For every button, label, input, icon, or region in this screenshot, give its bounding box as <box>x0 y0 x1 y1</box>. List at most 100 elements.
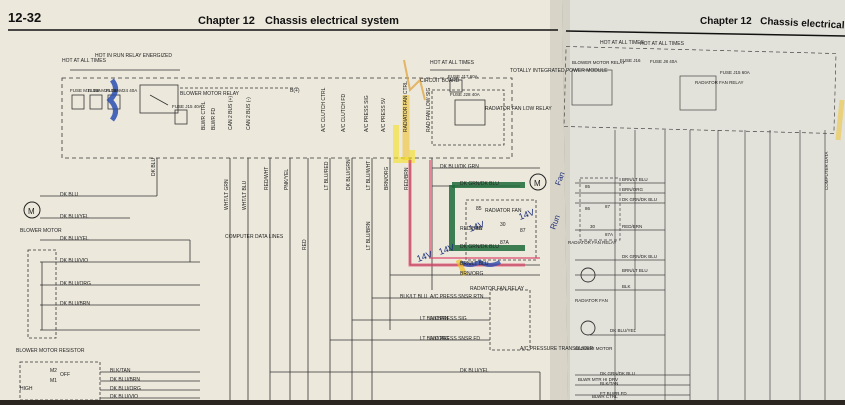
right-component-label: BLOWER MOTOR <box>575 346 613 351</box>
component-label: OFF <box>60 372 70 378</box>
component-label: COMPUTER DATA LINES <box>225 234 284 240</box>
component-label: A/C PRESSURE TRANSDUCER <box>520 346 594 352</box>
component-label: A/C PRESS SIG <box>430 316 467 322</box>
page-number: 12-32 <box>8 10 41 25</box>
connector-label: 30 <box>500 222 506 228</box>
wire-label: RED/WHT <box>264 167 270 190</box>
right-wire-label: DK GRN/DK BLU <box>622 254 657 259</box>
component-label: M2 <box>50 368 57 374</box>
wire-label: DK BLU/BRN <box>60 301 90 307</box>
yellow-scribble-relay <box>455 258 468 277</box>
right-wire-label: BRN/LT BLU <box>622 177 648 182</box>
marker-highlights <box>106 59 540 277</box>
wire-label: BRN/LT BLU <box>460 261 489 267</box>
blue-scribble-fuse <box>106 78 118 122</box>
connector-label: B(+) <box>290 88 300 94</box>
handwritten-annotation: Fan <box>553 171 566 187</box>
right-blower-relay-box <box>571 69 613 106</box>
pin-label: BLWR CTRL <box>201 101 207 130</box>
right-blower-motor-icon <box>580 320 596 336</box>
wire-label: RED/BRN <box>460 226 483 232</box>
right-wire-label: DK BLU/YEL <box>610 328 637 333</box>
right-wire-label: DK GRN/DK BLU <box>600 371 635 376</box>
blue-scribble-relay <box>458 259 502 267</box>
right-connector-label: 30 <box>590 224 596 229</box>
wire-label: DK BLU <box>151 158 157 176</box>
yellow-highlight-pin <box>393 125 415 163</box>
right-wire-label: DK GRN/DK BLU <box>622 197 657 202</box>
connector-label: 85 <box>476 206 482 212</box>
power-module-outline <box>61 77 513 159</box>
wire-label: DK BLU/BRN <box>110 377 140 383</box>
circuit-board-outline <box>431 89 505 146</box>
blower-motor-icon <box>23 201 41 219</box>
right-wire-label: BLWR MTR HI DRV <box>578 377 618 382</box>
wire-label: BRN/ORG <box>384 167 390 190</box>
wire-label: BLK/TAN <box>110 368 131 374</box>
fan-relay-box <box>465 199 537 261</box>
book-gutter <box>550 0 570 400</box>
fuse-label: FUSE M24 40A <box>106 88 137 93</box>
wire-label: DK BLU/VIO <box>60 258 88 264</box>
ac-transducer-box <box>489 289 531 351</box>
wire-label: WHT/LT GRN <box>224 179 230 210</box>
pin-label: A/C CLUTCH CTRL <box>321 87 327 132</box>
fan-m-glyph: M <box>534 179 541 188</box>
wire-label: BLK/LT BLU <box>400 294 428 300</box>
component-label: RADIATOR FAN <box>485 208 522 214</box>
wire-label: DK BLU/ORG <box>110 386 141 392</box>
module-label: TOTALLY INTEGRATED POWER MODULE <box>510 68 608 74</box>
right-wire-label: BLK/TAN <box>600 381 618 386</box>
right-wire-label: COMPUTER DATA <box>824 152 829 190</box>
right-fuse-label: FUSE J8 40A <box>650 59 677 64</box>
component-label: A/C PRESS SNSR FD <box>430 336 480 342</box>
wire-label: DK BLU <box>60 192 78 198</box>
connector-label: 87 <box>520 228 526 234</box>
wire-label: DK BLU/YEL <box>460 368 489 374</box>
right-power-label: HOT AT ALL TIMES <box>600 40 645 46</box>
right-wire-label: BRN/LT BLU <box>622 268 648 273</box>
component-label: A/C PRESS SNSR RTN <box>430 294 484 300</box>
right-radiator-fan-icon <box>580 267 596 283</box>
right-fan-relay-outline <box>579 177 621 241</box>
pin-label: A/C PRESS SIG <box>364 95 370 132</box>
right-connector-label: 86 <box>585 206 591 211</box>
wire-label: DK BLU/GRN <box>346 159 352 190</box>
component-label: RADIATOR FAN RELAY <box>470 286 525 292</box>
wire-label: DK BLU/YEL <box>60 214 89 220</box>
fuse-label: FUSE M11 15A <box>70 88 101 93</box>
right-module-outline <box>563 46 837 134</box>
right-fuse-label: FUSE J16 <box>620 58 641 63</box>
wire-label: DK BLU/YEL <box>60 236 89 242</box>
component-label: BLOWER MOTOR <box>20 228 62 234</box>
component-label: M1 <box>50 378 57 384</box>
right-fuse-label: FUSE J15 60A <box>720 70 750 75</box>
pink-highlight-fan-feed <box>429 160 540 259</box>
right-chapter-label: Chapter 12 <box>700 16 752 27</box>
wire-label: WHT/LT BLU <box>242 180 248 210</box>
left-wiring-diagram <box>19 69 541 401</box>
relay-label: BLOWER MOTOR RELAY <box>180 91 240 97</box>
right-power-label: HOT AT ALL TIMES <box>640 41 685 47</box>
right-connector-label: 87 <box>605 204 611 209</box>
pin-label: A/C PRESS 5V <box>381 97 387 132</box>
connector-label: 87A <box>500 240 510 246</box>
right-wiring-diagram <box>563 46 837 400</box>
pin-label: CAN 2 BUS (+) <box>228 96 234 130</box>
green-highlight-fan-ground <box>449 185 525 251</box>
right-header-rule <box>565 30 845 37</box>
wire-label: BRN/ORG <box>460 271 483 277</box>
right-fan-relay-box <box>679 75 717 111</box>
fuse-label: FUSE J15 40A <box>172 104 202 109</box>
left-page <box>0 0 568 400</box>
wire-label: DK BLU/VIO <box>110 394 138 400</box>
power-label: HOT AT ALL TIMES <box>430 60 475 66</box>
right-connector-label: 85 <box>585 184 591 189</box>
right-wire-label: FT BLWR FD <box>600 391 627 396</box>
right-yellow-highlight <box>835 99 845 141</box>
wire-label: LT BLU/WHT <box>366 161 372 190</box>
chapter-label: Chapter 12 <box>198 15 255 27</box>
right-connector-label: 87A <box>605 232 613 237</box>
component-label: BLOWER MOTOR RESISTOR <box>16 348 85 354</box>
module-label: CIRCUIT BOARD <box>420 78 460 84</box>
